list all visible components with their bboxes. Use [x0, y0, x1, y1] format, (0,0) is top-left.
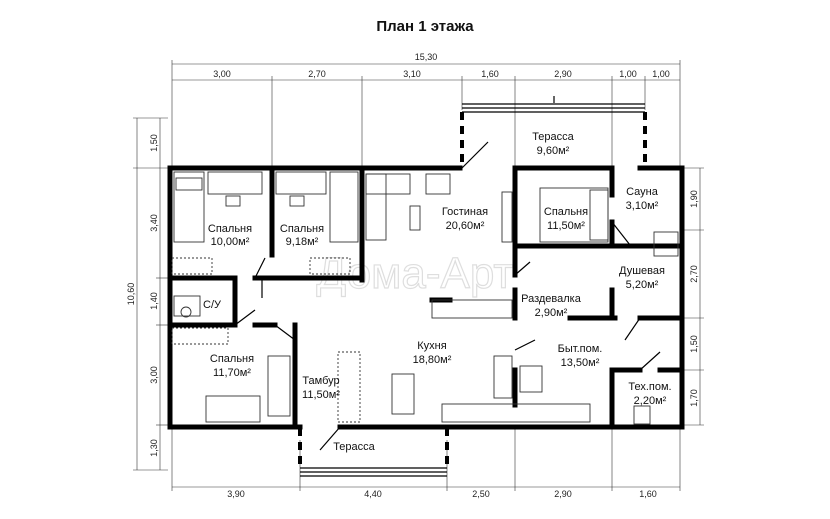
room-dressing: Раздевалка 2,90м²	[521, 293, 582, 319]
room-area: 2,20м²	[634, 395, 667, 407]
dim-left-3: 1,40	[149, 292, 159, 310]
room-area: 18,80м²	[413, 354, 452, 366]
outer-walls	[167, 165, 685, 430]
room-area: 20,60м²	[446, 220, 485, 232]
room-name: Терасса	[333, 441, 375, 453]
room-name: Спальня	[544, 206, 588, 218]
dim-left-5: 1,30	[149, 439, 159, 457]
room-tech: Тех.пом. 2,20м²	[628, 381, 671, 407]
room-name: Спальня	[208, 223, 252, 235]
room-terrace-top: Терасса 9,60м²	[532, 131, 574, 157]
room-name: Спальня	[280, 223, 324, 235]
watermark: Дома-Арт	[316, 249, 513, 298]
dim-right-2: 2,70	[689, 265, 699, 283]
room-terrace-bottom: Терасса	[333, 441, 375, 453]
room-wc: С/У	[203, 299, 222, 311]
room-area: 9,60м²	[537, 145, 570, 157]
room-area: 13,50м²	[561, 357, 600, 369]
room-area: 10,00м²	[211, 236, 250, 248]
terrace-top	[460, 96, 647, 168]
room-vestibule: Тамбур 11,50м²	[302, 375, 340, 401]
room-area: 9,18м²	[286, 236, 319, 248]
room-name: Кухня	[417, 340, 446, 352]
dim-top-6: 1,00	[619, 69, 637, 79]
room-sauna: Сауна 3,10м²	[626, 186, 659, 212]
dim-right-4: 1,70	[689, 389, 699, 407]
dim-total-width: 15,30	[415, 52, 438, 62]
dim-top-4: 1,60	[481, 69, 499, 79]
room-name: Душевая	[619, 265, 665, 277]
dim-top-7: 1,00	[652, 69, 670, 79]
room-name: Раздевалка	[521, 293, 582, 305]
room-living: Гостиная 20,60м²	[442, 206, 488, 232]
dim-left-total: 10,60	[126, 283, 136, 306]
dim-bottom-2: 4,40	[364, 489, 382, 499]
dim-left-2: 3,40	[149, 214, 159, 232]
furniture	[171, 171, 679, 425]
room-name: Тамбур	[302, 375, 339, 387]
room-area: 3,10м²	[626, 200, 659, 212]
room-area: 5,20м²	[626, 279, 659, 291]
room-bedroom-4: Спальня 11,70м²	[210, 353, 254, 379]
dim-bottom-1: 3,90	[227, 489, 245, 499]
room-name: Спальня	[210, 353, 254, 365]
room-utility: Быт.пом. 13,50м²	[558, 343, 603, 369]
room-name: Тех.пом.	[628, 381, 671, 393]
dim-left-4: 3,00	[149, 366, 159, 384]
room-shower: Душевая 5,20м²	[619, 265, 665, 291]
dim-top-5: 2,90	[554, 69, 572, 79]
room-kitchen: Кухня 18,80м²	[413, 340, 452, 366]
dim-left-1: 1,50	[149, 134, 159, 152]
room-area: 11,70м²	[213, 367, 251, 379]
dim-right-1: 1,90	[689, 190, 699, 208]
room-bedroom-1: Спальня 10,00м²	[208, 223, 252, 248]
room-name: Быт.пом.	[558, 343, 603, 355]
dim-bottom-4: 2,90	[554, 489, 572, 499]
room-name: Терасса	[532, 131, 574, 143]
dim-right-3: 1,50	[689, 335, 699, 353]
door-swings	[234, 141, 661, 451]
room-bedroom-2: Спальня 9,18м²	[280, 223, 324, 248]
dim-bottom-3: 2,50	[472, 489, 490, 499]
dim-top-3: 3,10	[403, 69, 421, 79]
terrace-bottom	[298, 428, 449, 477]
dim-top-1: 3,00	[213, 69, 231, 79]
plan-title: План 1 этажа	[376, 18, 474, 35]
dimension-lines	[133, 60, 704, 491]
interior-walls	[167, 165, 685, 430]
dim-bottom-5: 1,60	[639, 489, 657, 499]
room-area: 11,50м²	[547, 220, 585, 232]
dim-top-2: 2,70	[308, 69, 326, 79]
room-name: Сауна	[626, 186, 659, 198]
room-bedroom-3: Спальня 11,50м²	[544, 206, 588, 232]
room-area: 2,90м²	[535, 307, 568, 319]
room-name: С/У	[203, 299, 222, 311]
room-area: 11,50м²	[302, 389, 340, 401]
room-name: Гостиная	[442, 206, 488, 218]
